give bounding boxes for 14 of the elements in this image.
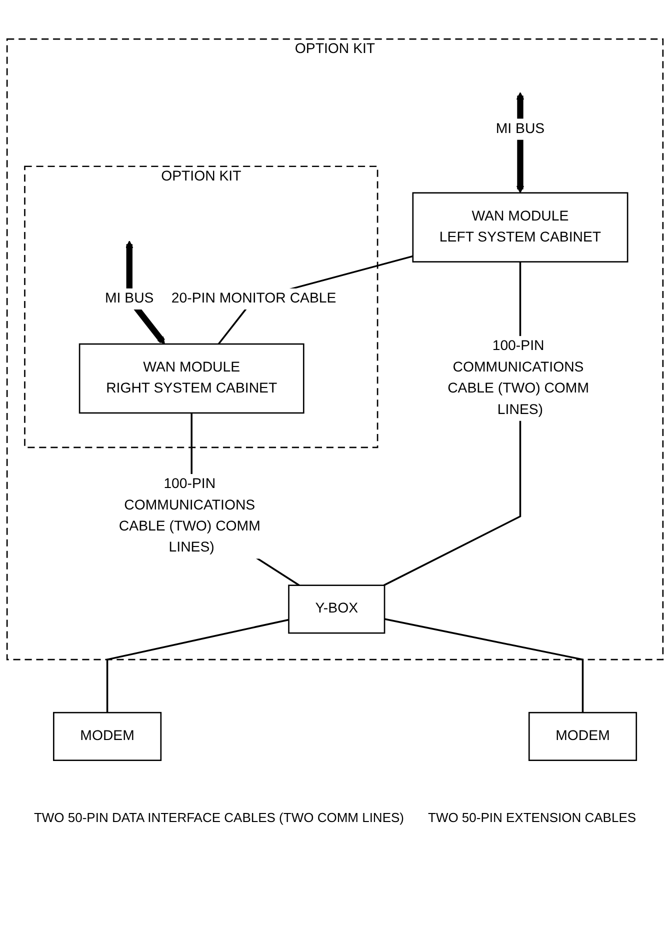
connector xyxy=(106,619,289,713)
edge-label: 20-PIN MONITOR CABLE xyxy=(171,291,336,306)
connector xyxy=(384,618,584,713)
edge-label: MI BUS xyxy=(496,122,545,137)
node-box: WAN MODULE RIGHT SYSTEM CABINET xyxy=(78,344,304,414)
edge-label: MI BUS xyxy=(105,291,154,306)
node-box: MODEM xyxy=(53,712,162,762)
edge-label: 100-PIN COMMUNICATIONS CABLE (TWO) COMM LINES) xyxy=(448,339,589,418)
node-box: Y-BOX xyxy=(288,584,386,634)
edge-label: 100-PIN COMMUNICATIONS CABLE (TWO) COMM LINES) xyxy=(118,476,260,556)
node-box: MODEM xyxy=(528,712,638,762)
node-box: WAN MODULE LEFT SYSTEM CABINET xyxy=(412,192,628,263)
cable-note: TWO 50-PIN DATA INTERFACE CABLES (TWO COMM LINES) xyxy=(34,810,404,825)
cable-note: TWO 50-PIN EXTENSION CABLES xyxy=(428,810,636,825)
